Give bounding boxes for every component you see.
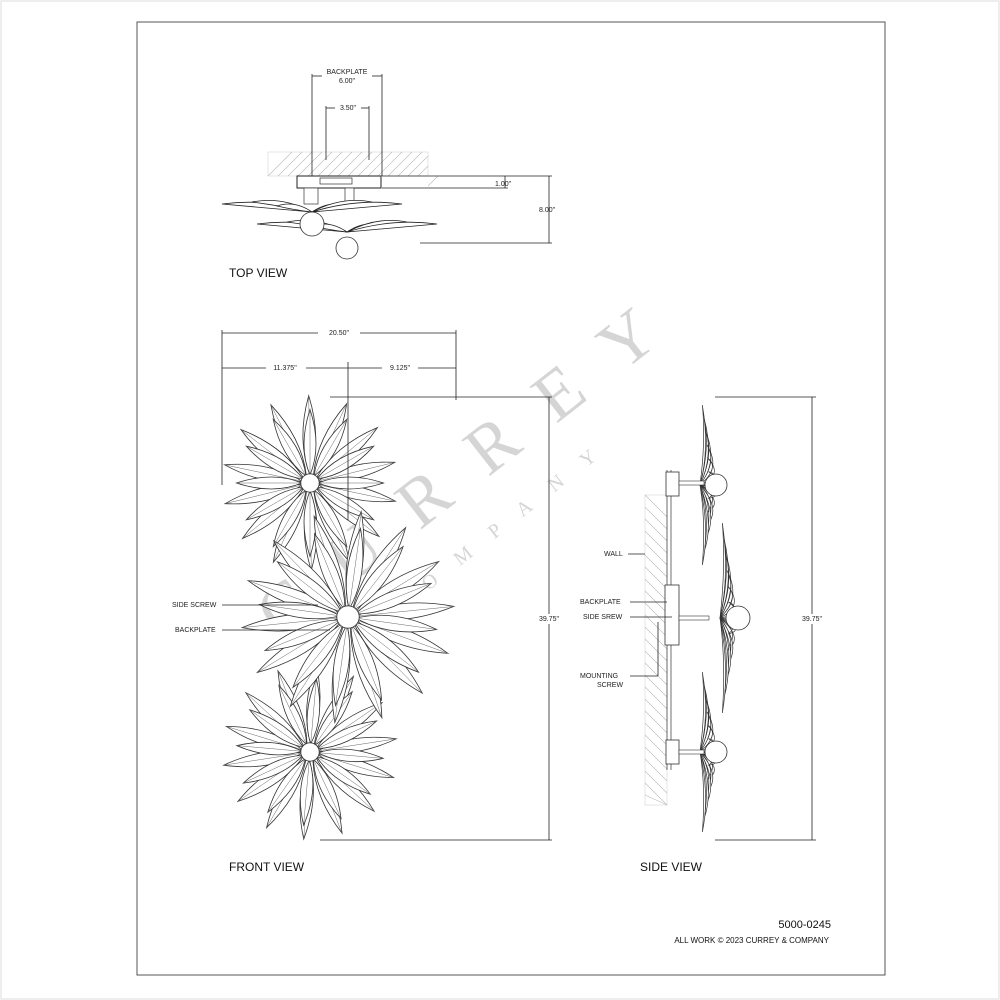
flower-center bbox=[336, 605, 360, 629]
backplate bbox=[296, 175, 382, 189]
right-offset-dim: 9.125" bbox=[390, 365, 411, 372]
flower bbox=[222, 663, 398, 841]
wall-label: WALL bbox=[604, 551, 623, 558]
petal bbox=[699, 671, 706, 753]
flower bbox=[223, 394, 397, 572]
side-backplate-label: BACKPLATE bbox=[580, 599, 621, 606]
side-view-title: SIDE VIEW bbox=[640, 860, 703, 874]
side-screw-label: SIDE SREW bbox=[583, 614, 623, 621]
petal bbox=[699, 751, 706, 833]
copyright: ALL WORK © 2023 CURREY & COMPANY bbox=[674, 936, 829, 945]
petal bbox=[346, 221, 438, 233]
petal bbox=[311, 201, 403, 213]
petal bbox=[719, 554, 732, 619]
flower-center bbox=[300, 473, 320, 493]
petal bbox=[699, 404, 706, 486]
side-screw-label: SIDE SCREW bbox=[172, 602, 217, 609]
flower-center bbox=[300, 742, 320, 762]
drawing-frame bbox=[136, 21, 886, 976]
bulb bbox=[704, 473, 728, 497]
bulb bbox=[725, 605, 751, 631]
flower bbox=[240, 509, 456, 725]
mounting-screw-label-2: SCREW bbox=[597, 682, 623, 689]
screw-spacing-dim: 3.50" bbox=[340, 105, 357, 112]
petal bbox=[719, 538, 729, 619]
top-view-title: TOP VIEW bbox=[229, 266, 288, 280]
ceiling-hatch bbox=[267, 151, 439, 187]
backplate-dim-label: BACKPLATE bbox=[327, 69, 368, 76]
side-height-dim: 39.75" bbox=[802, 616, 823, 623]
part-number: 5000-0245 bbox=[778, 919, 831, 931]
bulb bbox=[335, 236, 359, 260]
top-view-drawing: BACKPLATE 6.00" 3.50" 1.00" 8.00" TOP VI… bbox=[221, 69, 556, 280]
petal bbox=[719, 522, 726, 619]
front-height-dim: 39.75" bbox=[539, 616, 560, 623]
front-view-drawing: 20.50" 11.375" 9.125" 39.75" SIDE SCREW … bbox=[172, 328, 566, 874]
petal bbox=[719, 617, 726, 714]
bulb bbox=[299, 211, 325, 237]
mounting-screw-label: MOUNTING bbox=[580, 673, 618, 680]
backplate-width-dim: 6.00" bbox=[339, 78, 356, 85]
bulb bbox=[704, 740, 728, 764]
backplate-depth-dim: 1.00" bbox=[495, 181, 512, 188]
front-view-title: FRONT VIEW bbox=[229, 860, 305, 874]
side-view-drawing: WALL BACKPLATE SIDE SREW MOUNTING SCREW … bbox=[580, 396, 828, 874]
front-backplate-label: BACKPLATE bbox=[175, 627, 216, 634]
left-offset-dim: 11.375" bbox=[273, 365, 297, 372]
backplate bbox=[664, 584, 680, 646]
overall-width-dim: 20.50" bbox=[329, 330, 350, 337]
petal bbox=[275, 203, 313, 213]
petal bbox=[699, 484, 706, 566]
overall-depth-dim: 8.00" bbox=[539, 207, 556, 214]
wall-hatch bbox=[644, 494, 668, 806]
